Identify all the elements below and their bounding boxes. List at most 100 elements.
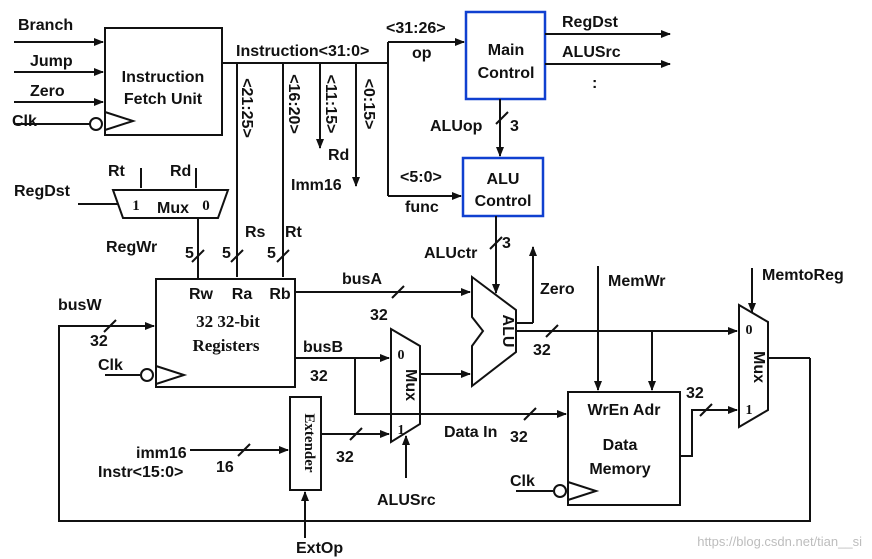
busw-width-tick xyxy=(103,319,117,333)
regdst-mux-input0: 0 xyxy=(202,198,210,214)
busw-width-label: 32 xyxy=(90,333,108,350)
alusrc-mux-input1: 1 xyxy=(398,423,405,438)
memory-out-wire xyxy=(680,406,738,457)
ifu-label-line2: Fetch Unit xyxy=(124,91,203,108)
rw-width-tick xyxy=(191,249,205,263)
alu-control-line2: Control xyxy=(475,193,532,210)
field-16-20-label: <16:20> xyxy=(285,74,302,134)
alu: ALU xyxy=(471,275,517,389)
memtoreg-mux-label: Mux xyxy=(750,351,767,383)
register-label-line1: 32 32-bit xyxy=(196,312,260,331)
data-in-width-label: 32 xyxy=(510,429,528,446)
busa-width-tick xyxy=(391,285,405,299)
rb-width-label: 5 xyxy=(267,245,276,262)
alu-control-block: ALU Control xyxy=(461,156,545,218)
wires xyxy=(14,30,811,538)
op-label: op xyxy=(412,45,432,62)
register-rw-port: Rw xyxy=(189,286,214,303)
aluctr-width-label: 3 xyxy=(502,235,511,252)
memory-out-width-tick xyxy=(699,403,713,417)
rb-width-tick xyxy=(276,249,290,263)
extender-width-tick xyxy=(349,427,363,441)
busa-label: busA xyxy=(342,271,382,288)
memtoreg-mux: 0 Mux 1 xyxy=(738,303,769,429)
regdst-label: RegDst xyxy=(14,183,71,200)
aluctr-label: ALUctr xyxy=(424,245,477,262)
busb-label: busB xyxy=(303,339,343,356)
data-memory-ports: WrEn Adr xyxy=(588,402,661,419)
busa-width-label: 32 xyxy=(370,307,388,324)
alu-result-width-tick xyxy=(545,324,559,338)
rt-top-label: Rt xyxy=(108,163,126,180)
branch-label: Branch xyxy=(18,17,73,34)
zero-out-label: Zero xyxy=(540,281,575,298)
imm16-input-label: imm16 xyxy=(136,445,187,462)
busw-feedback-wire xyxy=(58,322,811,522)
instruction-fetch-unit: Instruction Fetch Unit xyxy=(104,27,223,136)
ra-width-label: 5 xyxy=(222,245,231,262)
rs-label: Rs xyxy=(245,224,266,241)
reg-clk-bubble xyxy=(140,368,154,382)
register-label-line2: Registers xyxy=(192,336,259,355)
regdst-mux: 1 Mux 0 xyxy=(111,189,230,219)
zero-in-label: Zero xyxy=(30,83,65,100)
data-memory-line1: Data xyxy=(603,437,638,454)
busb-width-label: 32 xyxy=(310,368,328,385)
data-memory-clock-symbol xyxy=(567,481,600,501)
signal-labels: Branch Jump Zero Clk Instruction<31:0> <… xyxy=(12,14,862,557)
ifu-clk-label: Clk xyxy=(12,113,37,130)
data-in-wire xyxy=(354,358,567,418)
memwr-label: MemWr xyxy=(608,273,666,290)
register-file: Rw Ra Rb 32 32-bit Registers xyxy=(155,278,296,388)
imm16-width-tick xyxy=(237,443,251,457)
register-clock-symbol xyxy=(155,365,188,385)
alusrc-mux: 0 Mux 1 xyxy=(390,327,421,444)
data-in-width-tick xyxy=(523,407,537,421)
field-31-26-label: <31:26> xyxy=(386,20,446,37)
main-control-block: Main Control xyxy=(464,10,547,101)
ifu-label-line1: Instruction xyxy=(122,69,205,86)
extop-label: ExtOp xyxy=(296,540,343,557)
memtoreg-mux-input1: 1 xyxy=(746,403,753,418)
data-in-label: Data In xyxy=(444,424,497,441)
regdst-mux-input1: 1 xyxy=(132,198,140,214)
imm16-field-label: Imm16 xyxy=(291,177,342,194)
alusrc-mux-input0: 0 xyxy=(398,348,405,363)
aluop-width-label: 3 xyxy=(510,118,519,135)
aluop-width-tick xyxy=(495,111,509,125)
aluctr-width-tick xyxy=(489,236,503,250)
func-label: func xyxy=(405,199,439,216)
extender-label: Extender xyxy=(301,413,317,473)
aluop-label: ALUop xyxy=(430,118,483,135)
alusrc-mux-label: Mux xyxy=(402,369,419,401)
extender-width-label: 32 xyxy=(336,449,354,466)
instruction-bus-label: Instruction<31:0> xyxy=(236,43,369,60)
field-5-0-label: <5:0> xyxy=(400,169,442,186)
ifu-clk-bubble xyxy=(89,117,103,131)
instr-15-0-label: Instr<15:0> xyxy=(98,464,183,481)
regdst-mux-label: Mux xyxy=(157,200,189,217)
register-rb-port: Rb xyxy=(269,286,291,303)
main-control-line2: Control xyxy=(478,65,535,82)
field-0-15-label: <0:15> xyxy=(360,79,377,130)
jump-label: Jump xyxy=(30,53,73,70)
extender: Extender xyxy=(289,396,322,491)
regdst-out-label: RegDst xyxy=(562,14,619,31)
rt-label: Rt xyxy=(285,224,303,241)
rw-width-label: 5 xyxy=(185,245,194,262)
alusrc-control-label: ALUSrc xyxy=(377,492,436,509)
reg-clk-label: Clk xyxy=(98,357,123,374)
data-memory: WrEn Adr Data Memory xyxy=(567,391,681,506)
register-ra-port: Ra xyxy=(232,286,253,303)
alusrc-out-label: ALUSrc xyxy=(562,44,621,61)
more-signals-label: : xyxy=(592,75,597,92)
rd-top-label: Rd xyxy=(170,163,191,180)
alu-label: ALU xyxy=(499,315,516,348)
memory-out-width-label: 32 xyxy=(686,385,704,402)
alu-result-width-label: 32 xyxy=(533,342,551,359)
ifu-clock-symbol xyxy=(104,111,137,131)
memtoreg-mux-input0: 0 xyxy=(746,323,753,338)
memtoreg-label: MemtoReg xyxy=(762,267,844,284)
imm16-width-label: 16 xyxy=(216,459,234,476)
